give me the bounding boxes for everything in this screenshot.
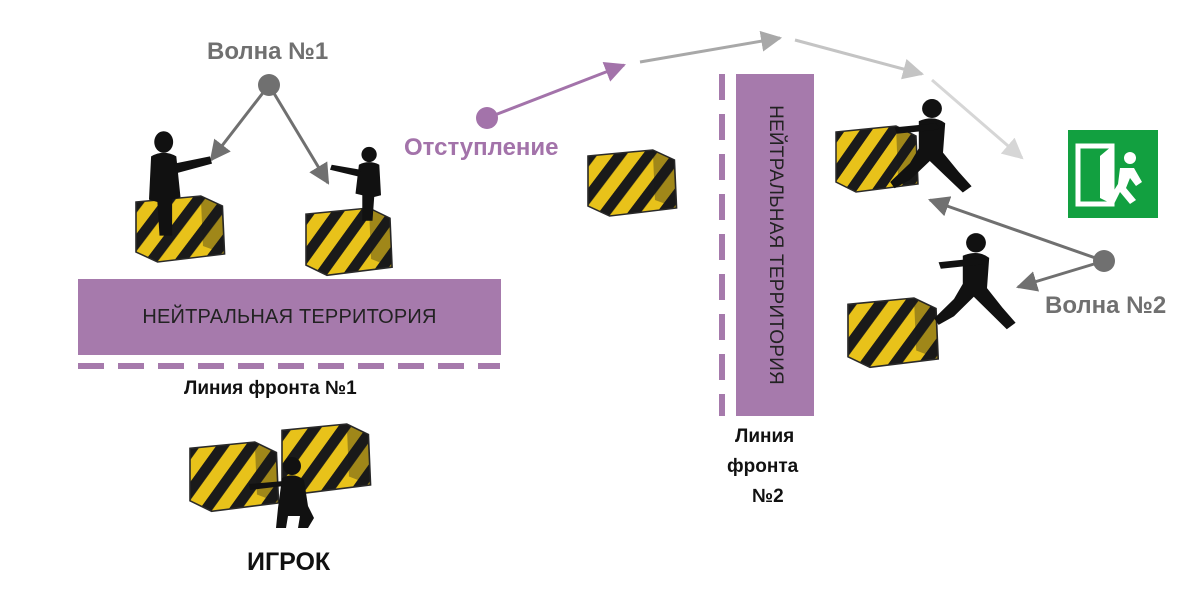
neutral-zone-1: НЕЙТРАЛЬНАЯ ТЕРРИТОРИЯ	[78, 279, 501, 355]
wave1-arrow-right	[267, 84, 330, 185]
retreat-origin-dot	[476, 107, 498, 129]
neutral-zone-2: НЕЙТРАЛЬНАЯ ТЕРРИТОРИЯ	[736, 74, 814, 416]
retreat-label: Отступление	[404, 134, 559, 161]
neutral-zone-1-label: НЕЙТРАЛЬНАЯ ТЕРРИТОРИЯ	[142, 305, 437, 328]
barrier-icon	[587, 149, 678, 217]
barrier-icon	[189, 441, 280, 513]
wave1-arrow-left	[209, 84, 271, 162]
barrier-icon	[305, 207, 393, 277]
retreat-arrow	[486, 62, 626, 120]
retreat-path-arrow-1	[639, 30, 783, 64]
barrier-icon	[135, 195, 226, 263]
wave2-origin-dot	[1093, 250, 1115, 272]
wave2-arrow-upper	[928, 196, 1105, 263]
wave2-label: Волна №2	[1045, 292, 1167, 319]
wave2-arrow-lower	[1015, 259, 1105, 292]
retreat-path-arrow-3	[931, 78, 1024, 160]
enemy-soldier-icon	[934, 233, 1016, 330]
neutral-zone-2-label: НЕЙТРАЛЬНАЯ ТЕРРИТОРИЯ	[765, 105, 786, 385]
front-line-2-label-line2: фронта	[727, 456, 799, 477]
wave1-origin-dot	[258, 74, 280, 96]
barrier-icon	[847, 297, 940, 369]
front-line-1-label: Линия фронта №1	[184, 378, 357, 399]
retreat-path-arrow-2	[794, 38, 925, 80]
wave1-label: Волна №1	[207, 38, 329, 65]
player-label: ИГРОК	[247, 548, 331, 576]
emergency-exit-sign-icon	[1068, 130, 1158, 218]
front-line-2-label-line3: №2	[752, 486, 784, 507]
front-line-2-label-line1: Линия	[735, 426, 795, 447]
